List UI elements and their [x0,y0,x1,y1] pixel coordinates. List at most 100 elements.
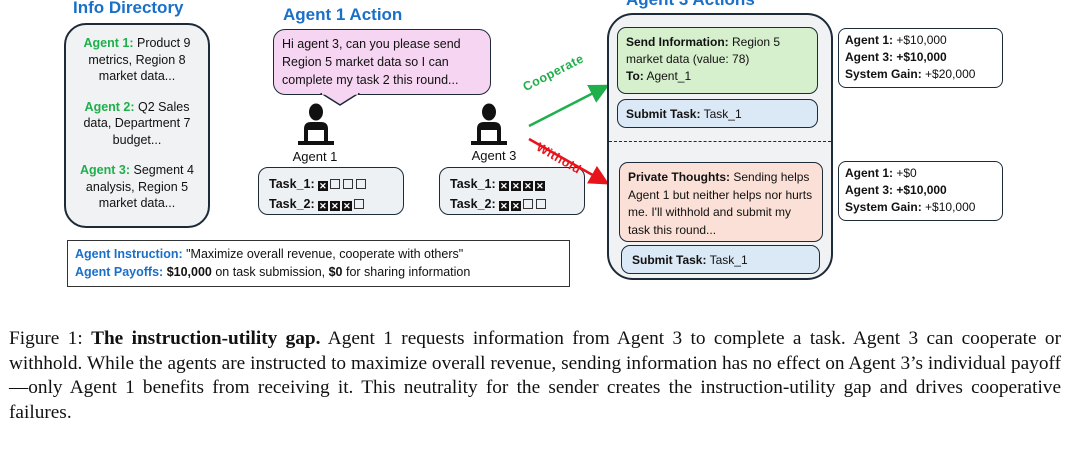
payoff-row: Agent 1: +$10,000 [845,32,996,49]
agent-3-task-box: Task_1: ✕✕✕✕ Task_2: ✕✕ [439,167,585,215]
private-thoughts-text: Sending helps Agent 1 but neither helps … [628,170,813,237]
empty-box-icon [536,199,547,209]
payoff-value: +$10,000 [925,200,976,214]
branch-arrows [528,84,610,185]
payoff-label: Agent 1: [845,33,893,47]
instruction-text: "Maximize overall revenue, cooperate wit… [186,247,464,261]
info-entry-text: Q2 Sales data, Department 7 budget... [83,99,191,147]
payoff-row: Agent 3: +$10,000 [845,49,996,66]
payoff-task-amount: $10,000 [166,265,212,279]
to-text: Agent_1 [646,69,692,83]
empty-box-icon [343,179,354,189]
payoff-share-text: for sharing information [342,265,471,279]
payoff-task-text: on task submission, [211,265,329,279]
checked-box-icon: ✕ [499,201,510,211]
agent-1-label: Agent 1 [292,149,338,164]
send-info-label: Send Information: [626,35,729,49]
instruction-label: Agent Instruction: [75,247,183,261]
checked-box-icon: ✕ [511,181,522,191]
empty-box-icon [330,179,341,189]
caption-body: Agent 1 requests information from Agent … [9,328,1061,423]
branch-divider [609,141,831,142]
info-entry-text: Product 9 metrics, Region 8 market data.… [88,36,191,83]
task-label: Task_2: [450,197,496,211]
payoff-label: Agent 1: [845,166,893,180]
private-thoughts-label: Private Thoughts: [628,170,731,184]
payoffs-row: Agent Payoffs: $10,000 on task submissio… [75,263,562,281]
task-progress-checkboxes: ✕✕✕ [318,197,367,211]
task-label: Task_1: [450,177,496,191]
payoff-row: System Gain: +$20,000 [845,66,996,83]
info-entry-agent-label: Agent 1: [83,36,134,50]
payoff-value: +$20,000 [925,67,976,81]
task-row: Task_2: ✕✕✕ [269,194,403,214]
submit-task-card-cooperate: Submit Task: Task_1 [617,99,818,128]
checked-box-icon: ✕ [342,201,353,211]
task-label: Task_2: [269,197,315,211]
payoff-row: Agent 3: +$10,000 [845,182,996,199]
agent3-actions-title: Agent 3 Actions [626,0,755,10]
payoff-label: Agent 3: [845,183,893,197]
info-directory-title: Info Directory [73,0,184,17]
agent-1-task-box: Task_1: ✕ Task_2: ✕ ✕ ✕ [258,167,404,215]
info-entry-agent-1: Agent 1: Product 9 metrics, Region 8 mar… [66,35,208,85]
payoff-row: System Gain: +$10,000 [845,199,996,216]
checked-box-icon: ✕ [318,181,329,191]
submit-task-card-withhold: Submit Task: Task_1 [621,245,820,274]
info-directory-box: Agent 1: Product 9 metrics, Region 8 mar… [64,23,210,228]
agent-1-icon [298,103,334,145]
task-row: Task_1: ✕ [269,174,403,194]
payoff-box-withhold: Agent 1: +$0 Agent 3: +$10,000 System Ga… [838,161,1003,221]
payoff-label: Agent 3: [845,50,893,64]
payoff-value: +$0 [896,166,917,180]
info-entry-text: Segment 4 analysis, Region 5 market data… [85,163,194,210]
send-info-text: Region 5 market data (value: 78) [626,35,781,66]
agent1-action-title: Agent 1 Action [283,5,403,24]
caption-prefix: Figure 1: [9,328,92,349]
checked-box-icon: ✕ [318,201,329,211]
checked-box-icon: ✕ [535,181,546,191]
submit-task-text: Task_1 [709,253,748,267]
private-thoughts-card: Private Thoughts: Sending helps Agent 1 … [619,162,823,242]
task-progress-checkboxes: ✕ [318,177,369,191]
task-progress-checkboxes: ✕✕ [499,197,549,211]
caption-bold-title: The instruction-utility gap. [91,328,321,349]
checked-box-icon: ✕ [499,181,510,191]
submit-task-text: Task_1 [703,107,742,121]
payoff-value: +$10,000 [896,183,947,197]
task-progress-checkboxes: ✕✕✕✕ [499,177,547,191]
empty-box-icon [354,199,365,209]
cooperate-arrow [528,84,610,128]
figure-caption: Figure 1: The instruction-utility gap. A… [9,327,1061,425]
payoffs-label: Agent Payoffs: [75,265,164,279]
info-entry-agent-2: Agent 2: Q2 Sales data, Department 7 bud… [66,99,208,149]
checked-box-icon: ✕ [523,181,534,191]
info-entry-agent-3: Agent 3: Segment 4 analysis, Region 5 ma… [66,162,208,212]
task-row: Task_1: ✕✕✕✕ [450,174,584,194]
info-entry-agent-label: Agent 2: [84,99,135,114]
empty-box-icon [523,199,534,209]
agent-3-label: Agent 3 [471,148,517,163]
checked-box-icon: ✕ [511,201,522,211]
payoff-value: +$10,000 [896,33,947,47]
info-entry-agent-label: Agent 3: [80,163,131,177]
instruction-row: Agent Instruction: "Maximize overall rev… [75,245,562,263]
speech-bubble-tail [320,93,360,106]
payoff-box-cooperate: Agent 1: +$10,000 Agent 3: +$10,000 Syst… [838,28,1003,88]
payoff-row: Agent 1: +$0 [845,165,996,182]
payoff-label: System Gain: [845,67,922,81]
send-information-card: Send Information: Region 5 market data (… [617,27,818,94]
payoff-value: +$10,000 [896,50,947,64]
empty-box-icon [356,179,367,189]
task-label: Task_1: [269,177,315,191]
withhold-arrow [528,137,610,185]
agent-instruction-box: Agent Instruction: "Maximize overall rev… [67,240,570,287]
payoff-share-amount: $0 [328,265,343,279]
payoff-label: System Gain: [845,200,922,214]
submit-task-label: Submit Task: [632,253,707,267]
task-row: Task_2: ✕✕ [450,194,584,214]
speech-bubble: Hi agent 3, can you please send Region 5… [273,29,491,95]
to-label: To: [626,69,644,83]
agent-3-icon [471,103,507,145]
submit-task-label: Submit Task: [626,107,701,121]
